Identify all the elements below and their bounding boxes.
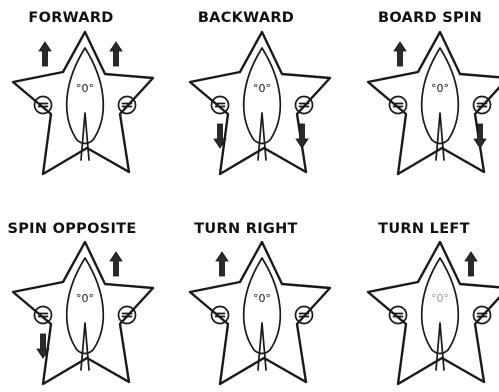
panel-label: FORWARD: [28, 10, 113, 26]
panel-spin-opposite: °0°: [13, 242, 153, 384]
panel-forward: °0°: [13, 32, 153, 174]
left-arrow-up-icon: [216, 252, 228, 276]
left-motor-wheel-icon: [390, 97, 407, 114]
right-arrow-down-icon: [296, 124, 308, 148]
face-text: °0°: [253, 292, 271, 305]
panel-label: BOARD SPIN: [378, 10, 482, 26]
panel-label: TURN RIGHT: [194, 221, 298, 237]
face-text: °0°: [76, 292, 94, 305]
right-arrow-up-icon: [465, 252, 477, 276]
panel-label: TURN LEFT: [378, 221, 470, 237]
panel-board-spin: °0°: [368, 32, 499, 174]
right-arrow-up-icon: [110, 42, 122, 66]
panel-backward: °0°: [190, 32, 330, 174]
face-text: °0°: [253, 82, 271, 95]
right-arrow-down-icon: [474, 124, 486, 148]
left-motor-wheel-icon: [35, 97, 52, 114]
left-motor-wheel-icon: [212, 97, 229, 114]
right-arrow-up-icon: [110, 252, 122, 276]
panel-label: BACKWARD: [198, 10, 294, 26]
panel-label: SPIN OPPOSITE: [7, 221, 136, 237]
left-motor-wheel-icon: [35, 307, 52, 324]
left-motor-wheel-icon: [390, 307, 407, 324]
face-text: °0°: [431, 292, 449, 305]
left-arrow-up-icon: [394, 42, 406, 66]
left-motor-wheel-icon: [212, 307, 229, 324]
face-text: °0°: [76, 82, 94, 95]
face-text: °0°: [431, 82, 449, 95]
left-arrow-up-icon: [39, 42, 51, 66]
panel-turn-left: °0°: [368, 242, 499, 384]
panel-turn-right: °0°: [190, 242, 330, 384]
